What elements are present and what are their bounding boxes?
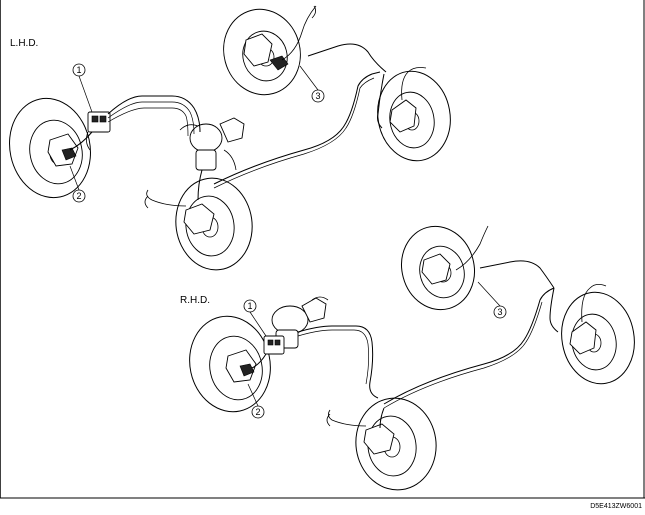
rhd-brake-pipes	[251, 260, 559, 429]
lhd-master-cylinder	[179, 117, 245, 171]
rhd-callout-1: 1	[243, 299, 267, 337]
lhd-callout-3: 3	[299, 65, 325, 103]
rhd-label: R.H.D.	[180, 295, 210, 306]
lhd-brake-pipes	[69, 43, 387, 201]
lhd-front-right-wheel	[144, 177, 253, 271]
svg-text:3: 3	[497, 307, 502, 317]
rhd-rear-right-wheel	[561, 284, 635, 385]
lhd-front-left-wheel	[9, 97, 91, 199]
rhd-hydraulic-unit	[263, 335, 285, 355]
svg-text:2: 2	[76, 191, 81, 201]
svg-text:3: 3	[315, 91, 320, 101]
svg-text:1: 1	[247, 301, 252, 311]
lhd-callout-2: 2	[69, 165, 86, 203]
lhd-label: L.H.D.	[10, 38, 38, 49]
lhd-hydraulic-unit	[86, 111, 111, 151]
rhd-callout-3: 3	[477, 281, 507, 319]
rhd-callout-2: 2	[247, 383, 265, 419]
lhd-rear-left-wheel	[223, 5, 317, 96]
svg-text:1: 1	[76, 65, 81, 75]
rhd-master-cylinder	[271, 296, 329, 349]
figure-code: D5E413ZW6001	[590, 503, 642, 510]
svg-text:2: 2	[255, 407, 260, 417]
rhd-rear-left-wheel	[401, 225, 489, 311]
lhd-rear-right-wheel	[377, 67, 451, 162]
rhd-front-left-wheel	[189, 315, 271, 413]
lhd-callout-1: 1	[72, 63, 93, 113]
rhd-front-right-wheel	[326, 397, 437, 491]
